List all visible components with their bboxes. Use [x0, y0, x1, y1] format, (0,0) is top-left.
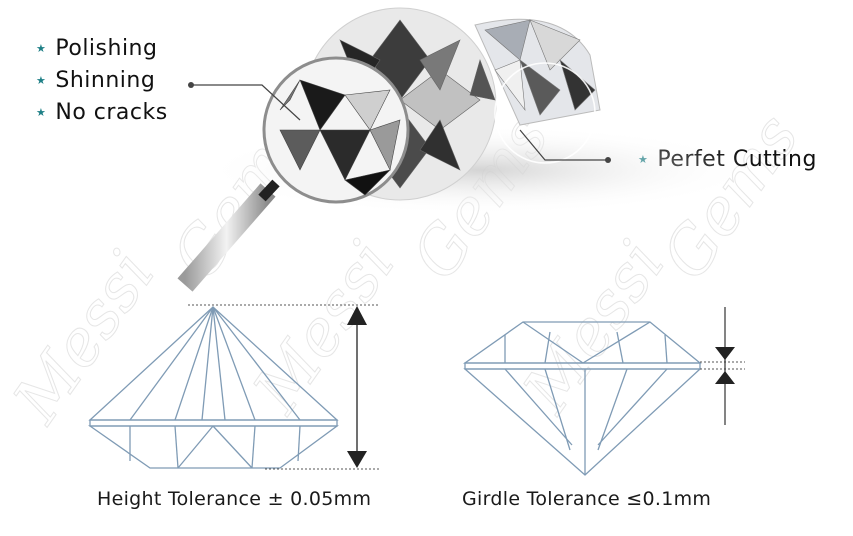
feature-item-shinning: ★ Shinning: [36, 68, 155, 93]
magnifier-icon: [177, 56, 410, 292]
star-icon: ★: [36, 42, 47, 55]
height-tolerance-caption: Height Tolerance ± 0.05mm: [97, 488, 372, 510]
star-icon: ★: [36, 74, 47, 87]
girdle-tolerance-caption: Girdle Tolerance ≤0.1mm: [462, 488, 712, 510]
tilted-diamond-icon: [474, 18, 601, 164]
diamond-side-outline-icon: [87, 306, 339, 469]
callout-line-left: [188, 82, 301, 121]
diamond-hero-illustration: [177, 7, 760, 292]
feature-label: Shinning: [55, 68, 156, 93]
girdle-tolerance-diagram: [462, 307, 745, 476]
callout-line-right: [519, 129, 611, 163]
star-icon: ★: [36, 106, 47, 119]
feature-label: No cracks: [55, 100, 168, 125]
feature-label: Polishing: [55, 36, 158, 61]
height-dimension-arrow-icon: [188, 304, 380, 470]
feature-item-polishing: ★ Polishing: [36, 36, 157, 61]
girdle-dimension-arrow-icon: [700, 307, 745, 425]
diamond-side-outline-icon: [462, 321, 702, 476]
feature-item-no-cracks: ★ No cracks: [36, 100, 168, 125]
height-tolerance-diagram: [87, 304, 380, 470]
